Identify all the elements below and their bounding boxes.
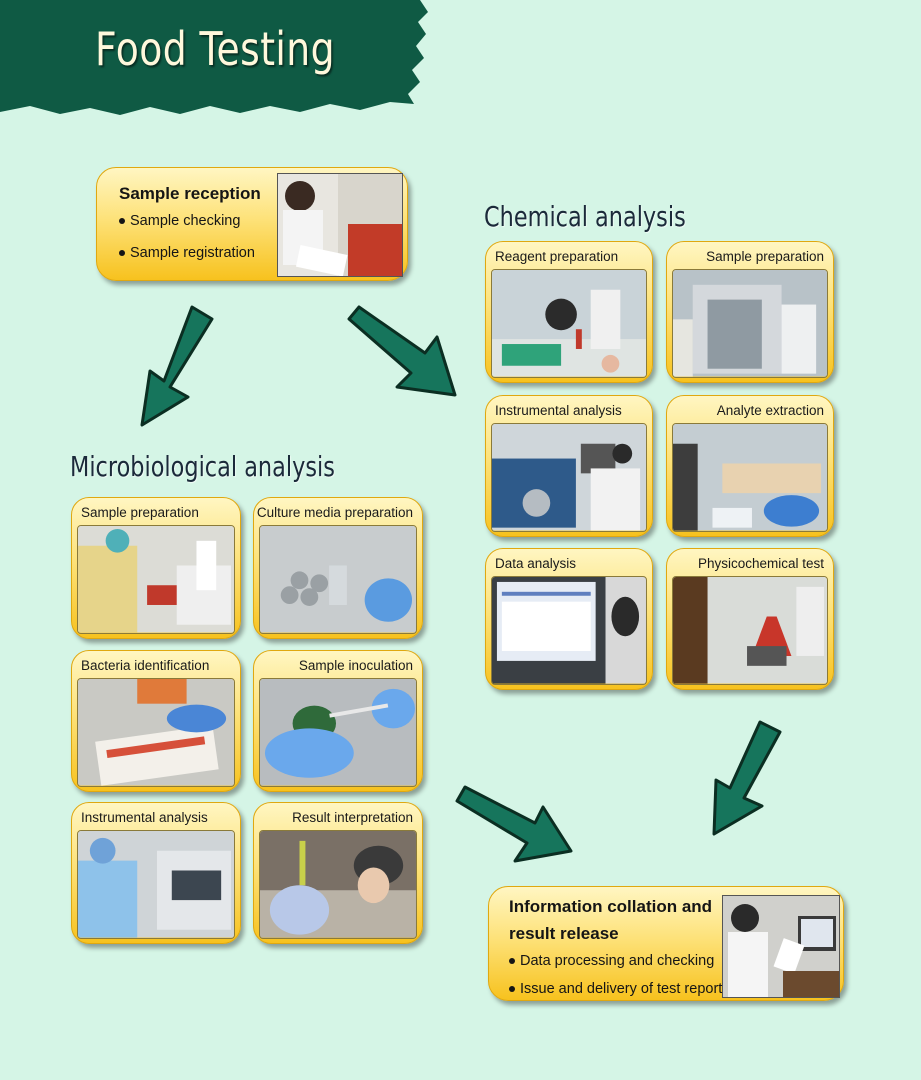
chem-card-physicochemical-test: Physicochemical test <box>666 548 834 690</box>
micro-card-sample-inoculation: Sample inoculation <box>253 650 423 792</box>
arrow-reception-to-chemical <box>347 305 457 397</box>
result-interpretation-photo <box>259 830 417 939</box>
arrow-chemical-to-release <box>712 720 782 836</box>
chem-card-analyte-extraction: Analyte extraction <box>666 395 834 537</box>
page-title: Food Testing <box>95 22 335 76</box>
chem-instrumental-analysis-photo <box>491 423 647 532</box>
information-release-photo <box>722 895 840 998</box>
arrow-micro-to-release <box>455 785 573 863</box>
arrow-reception-to-micro <box>140 305 214 427</box>
micro-instrumental-analysis-photo <box>77 830 235 939</box>
title-banner <box>0 0 428 115</box>
information-release-card: Information collation and result release… <box>488 886 844 1001</box>
release-item: Issue and delivery of test report <box>509 975 722 1003</box>
reception-item: Sample registration <box>119 239 261 267</box>
card-label: Culture media preparation <box>256 505 413 520</box>
culture-media-preparation-photo <box>259 525 417 634</box>
chem-card-data-analysis: Data analysis <box>485 548 653 690</box>
card-label: Physicochemical test <box>697 556 824 571</box>
chem-card-reagent-preparation: Reagent preparation <box>485 241 653 383</box>
reception-item: Sample checking <box>119 207 261 235</box>
card-label: Analyte extraction <box>716 403 824 418</box>
micro-card-sample-preparation: Sample preparation <box>71 497 241 639</box>
card-label: Bacteria identification <box>81 658 210 673</box>
micro-card-bacteria-identification: Bacteria identification <box>71 650 241 792</box>
release-title-line2: result release <box>509 924 619 943</box>
card-label: Data analysis <box>495 556 577 571</box>
chemical-analysis-title: Chemical analysis <box>484 200 686 233</box>
micro-sample-preparation-photo <box>77 525 235 634</box>
bacteria-identification-photo <box>77 678 235 787</box>
data-analysis-photo <box>491 576 647 685</box>
microbiological-analysis-title: Microbiological analysis <box>70 450 335 483</box>
card-label: Instrumental analysis <box>495 403 622 418</box>
chem-card-sample-preparation: Sample preparation <box>666 241 834 383</box>
sample-reception-title: Sample reception <box>119 184 261 203</box>
card-label: Sample inoculation <box>298 658 413 673</box>
physicochemical-test-photo <box>672 576 828 685</box>
chem-sample-preparation-photo <box>672 269 828 378</box>
card-label: Sample preparation <box>706 249 824 264</box>
sample-reception-card: Sample reception Sample checking Sample … <box>96 167 408 281</box>
micro-card-culture-media-preparation: Culture media preparation <box>253 497 423 639</box>
card-label: Instrumental analysis <box>81 810 208 825</box>
card-label: Reagent preparation <box>495 249 619 264</box>
analyte-extraction-photo <box>672 423 828 532</box>
sample-inoculation-photo <box>259 678 417 787</box>
micro-card-result-interpretation: Result interpretation <box>253 802 423 944</box>
sample-reception-photo <box>277 173 403 277</box>
chem-card-instrumental-analysis: Instrumental analysis <box>485 395 653 537</box>
micro-card-instrumental-analysis: Instrumental analysis <box>71 802 241 944</box>
release-item: Data processing and checking <box>509 947 722 975</box>
card-label: Sample preparation <box>81 505 199 520</box>
card-label: Result interpretation <box>292 810 413 825</box>
release-title-line1: Information collation and <box>509 897 713 916</box>
reagent-preparation-photo <box>491 269 647 378</box>
